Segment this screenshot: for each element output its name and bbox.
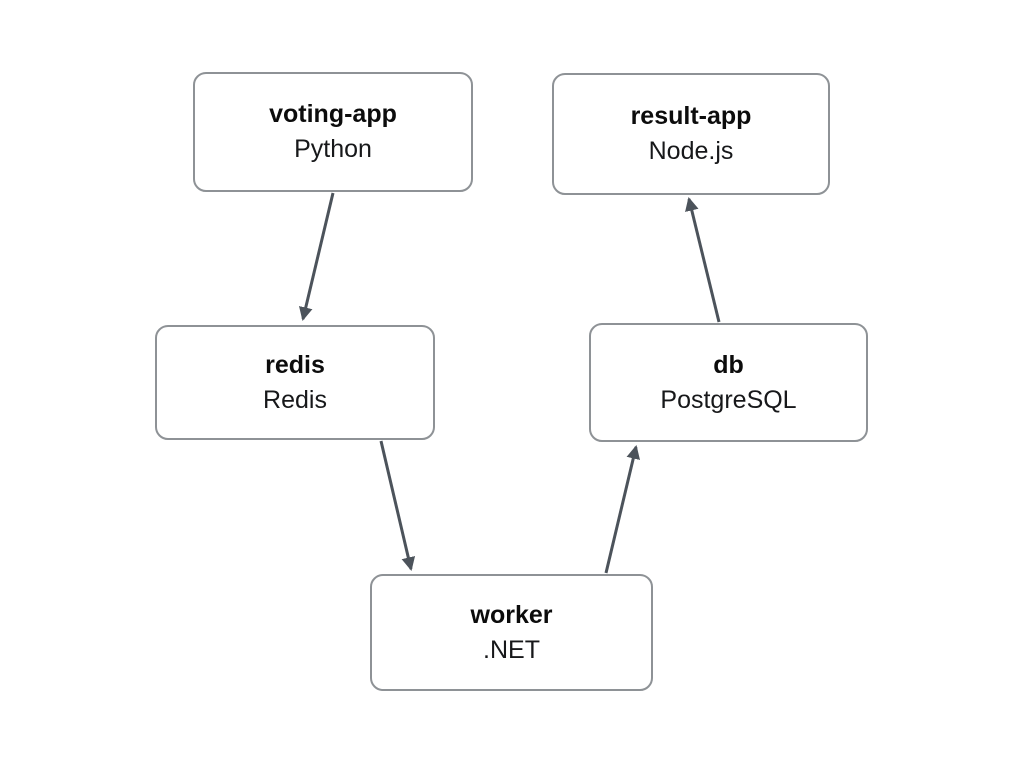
edge-redis-to-worker: [379, 440, 416, 572]
node-subtitle: Redis: [263, 385, 327, 414]
node-title: voting-app: [269, 100, 397, 128]
node-worker: worker .NET: [370, 574, 653, 691]
node-title: result-app: [630, 102, 752, 130]
edge-voting-app-to-redis: [299, 192, 335, 322]
node-db: db PostgreSQL: [589, 323, 868, 442]
node-redis: redis Redis: [155, 325, 435, 440]
node-result-app: result-app Node.js: [552, 73, 830, 195]
node-title: db: [713, 350, 744, 379]
node-voting-app: voting-app Python: [193, 72, 473, 192]
node-subtitle: Python: [294, 135, 372, 163]
node-subtitle: PostgreSQL: [660, 385, 797, 414]
edge-db-to-result-app: [685, 196, 721, 323]
node-title: redis: [265, 350, 325, 379]
edge-worker-to-db: [604, 444, 640, 574]
node-subtitle: Node.js: [648, 137, 734, 165]
node-title: worker: [470, 600, 553, 629]
node-subtitle: .NET: [483, 635, 540, 664]
